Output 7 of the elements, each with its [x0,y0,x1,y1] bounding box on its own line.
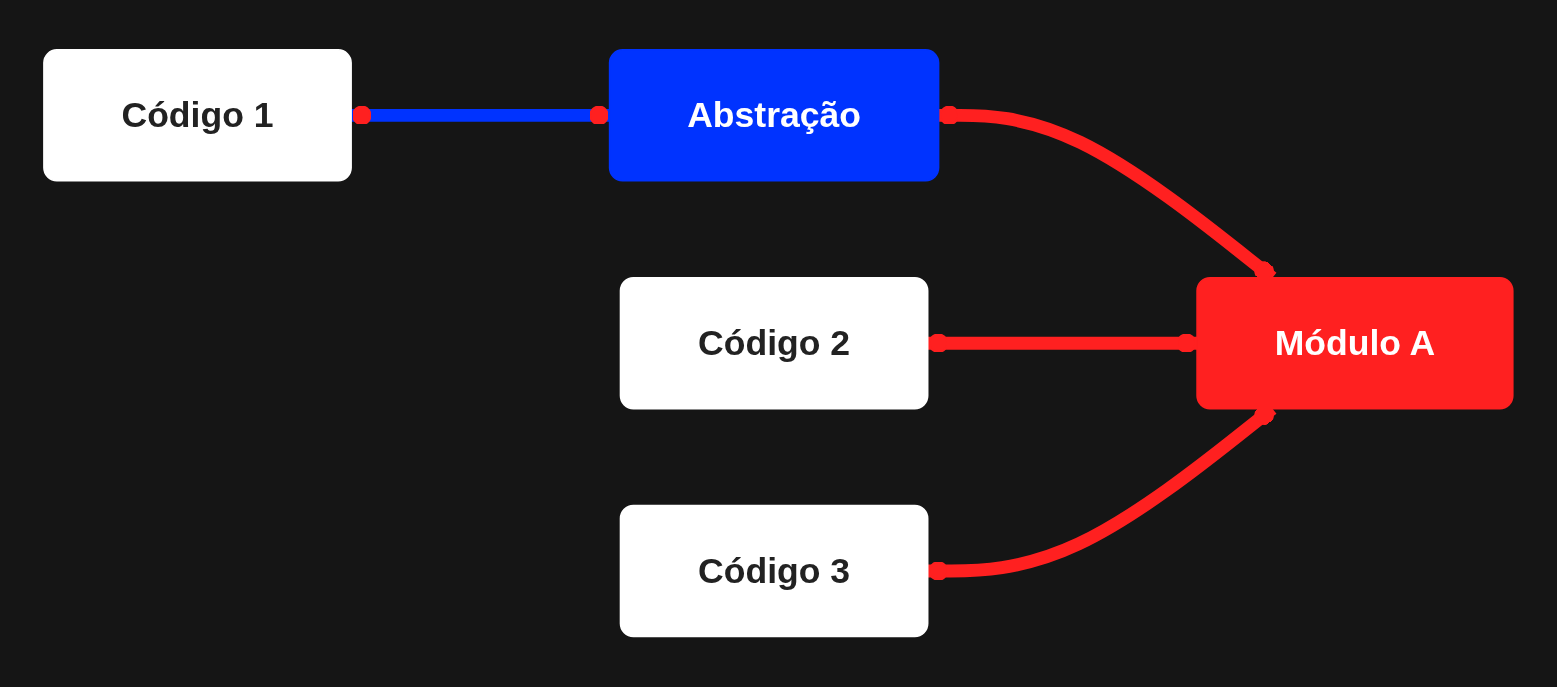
node-box: Código 2 [619,277,929,410]
node-box: Código 1 [43,49,353,182]
node-box: Abstração [608,49,940,182]
connector [351,105,610,126]
node-box: Código 3 [619,505,929,638]
connector [927,333,1198,354]
node-box: Módulo A [1196,277,1514,410]
